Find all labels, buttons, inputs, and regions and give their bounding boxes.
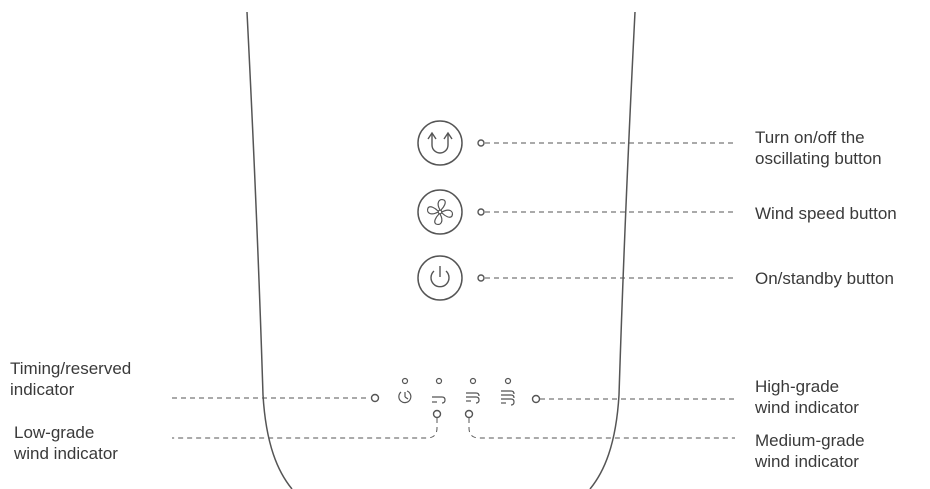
power-button[interactable] [417,255,463,301]
label-wind-speed: Wind speed button [755,203,897,224]
high-callout-dot [531,394,541,404]
oscillate-arrows-icon [427,131,453,154]
label-timing: Timing/reserved indicator [10,358,131,400]
power-callout-dot [477,274,485,282]
wind-medium-icon [466,392,480,404]
low-led [435,377,443,385]
high-led [504,377,512,385]
label-medium: Medium-grade wind indicator [755,430,865,472]
label-oscillate: Turn on/off the oscillating button [755,127,882,169]
label-power-line-1: On/standby button [755,269,894,288]
timer-icon [398,390,412,404]
label-low: Low-grade wind indicator [14,422,118,464]
timing-callout-dot [370,393,380,403]
fan-blade-icon [426,198,454,226]
label-oscillate-line-1: Turn on/off the [755,128,865,147]
low-callout-dot [432,409,442,419]
fan-body-left-edge [246,11,293,489]
wind-speed-callout-dot [477,208,485,216]
oscillate-button[interactable] [417,120,463,166]
oscillate-callout-dot [477,139,485,147]
label-medium-line-2: wind indicator [755,452,859,471]
wind-high-icon [501,390,515,406]
power-icon [430,266,450,288]
wind-low-icon [432,396,446,404]
label-wind-speed-line-1: Wind speed button [755,204,897,223]
timer-led [401,377,409,385]
low-callout-line [172,418,438,439]
label-oscillate-line-2: oscillating button [755,149,882,168]
label-low-line-1: Low-grade [14,423,95,442]
medium-callout-dot [464,409,474,419]
label-high-line-1: High-grade [755,377,840,396]
label-high-line-2: wind indicator [755,398,859,417]
label-timing-line-2: indicator [10,380,75,399]
label-high: High-grade wind indicator [755,376,859,418]
label-power: On/standby button [755,268,894,289]
wind-speed-button[interactable] [417,189,463,235]
medium-led [469,377,477,385]
fan-body-right-edge [589,11,636,489]
label-low-line-2: wind indicator [14,444,118,463]
label-timing-line-1: Timing/reserved [10,359,132,378]
medium-callout-line [468,418,735,439]
label-medium-line-1: Medium-grade [755,431,865,450]
